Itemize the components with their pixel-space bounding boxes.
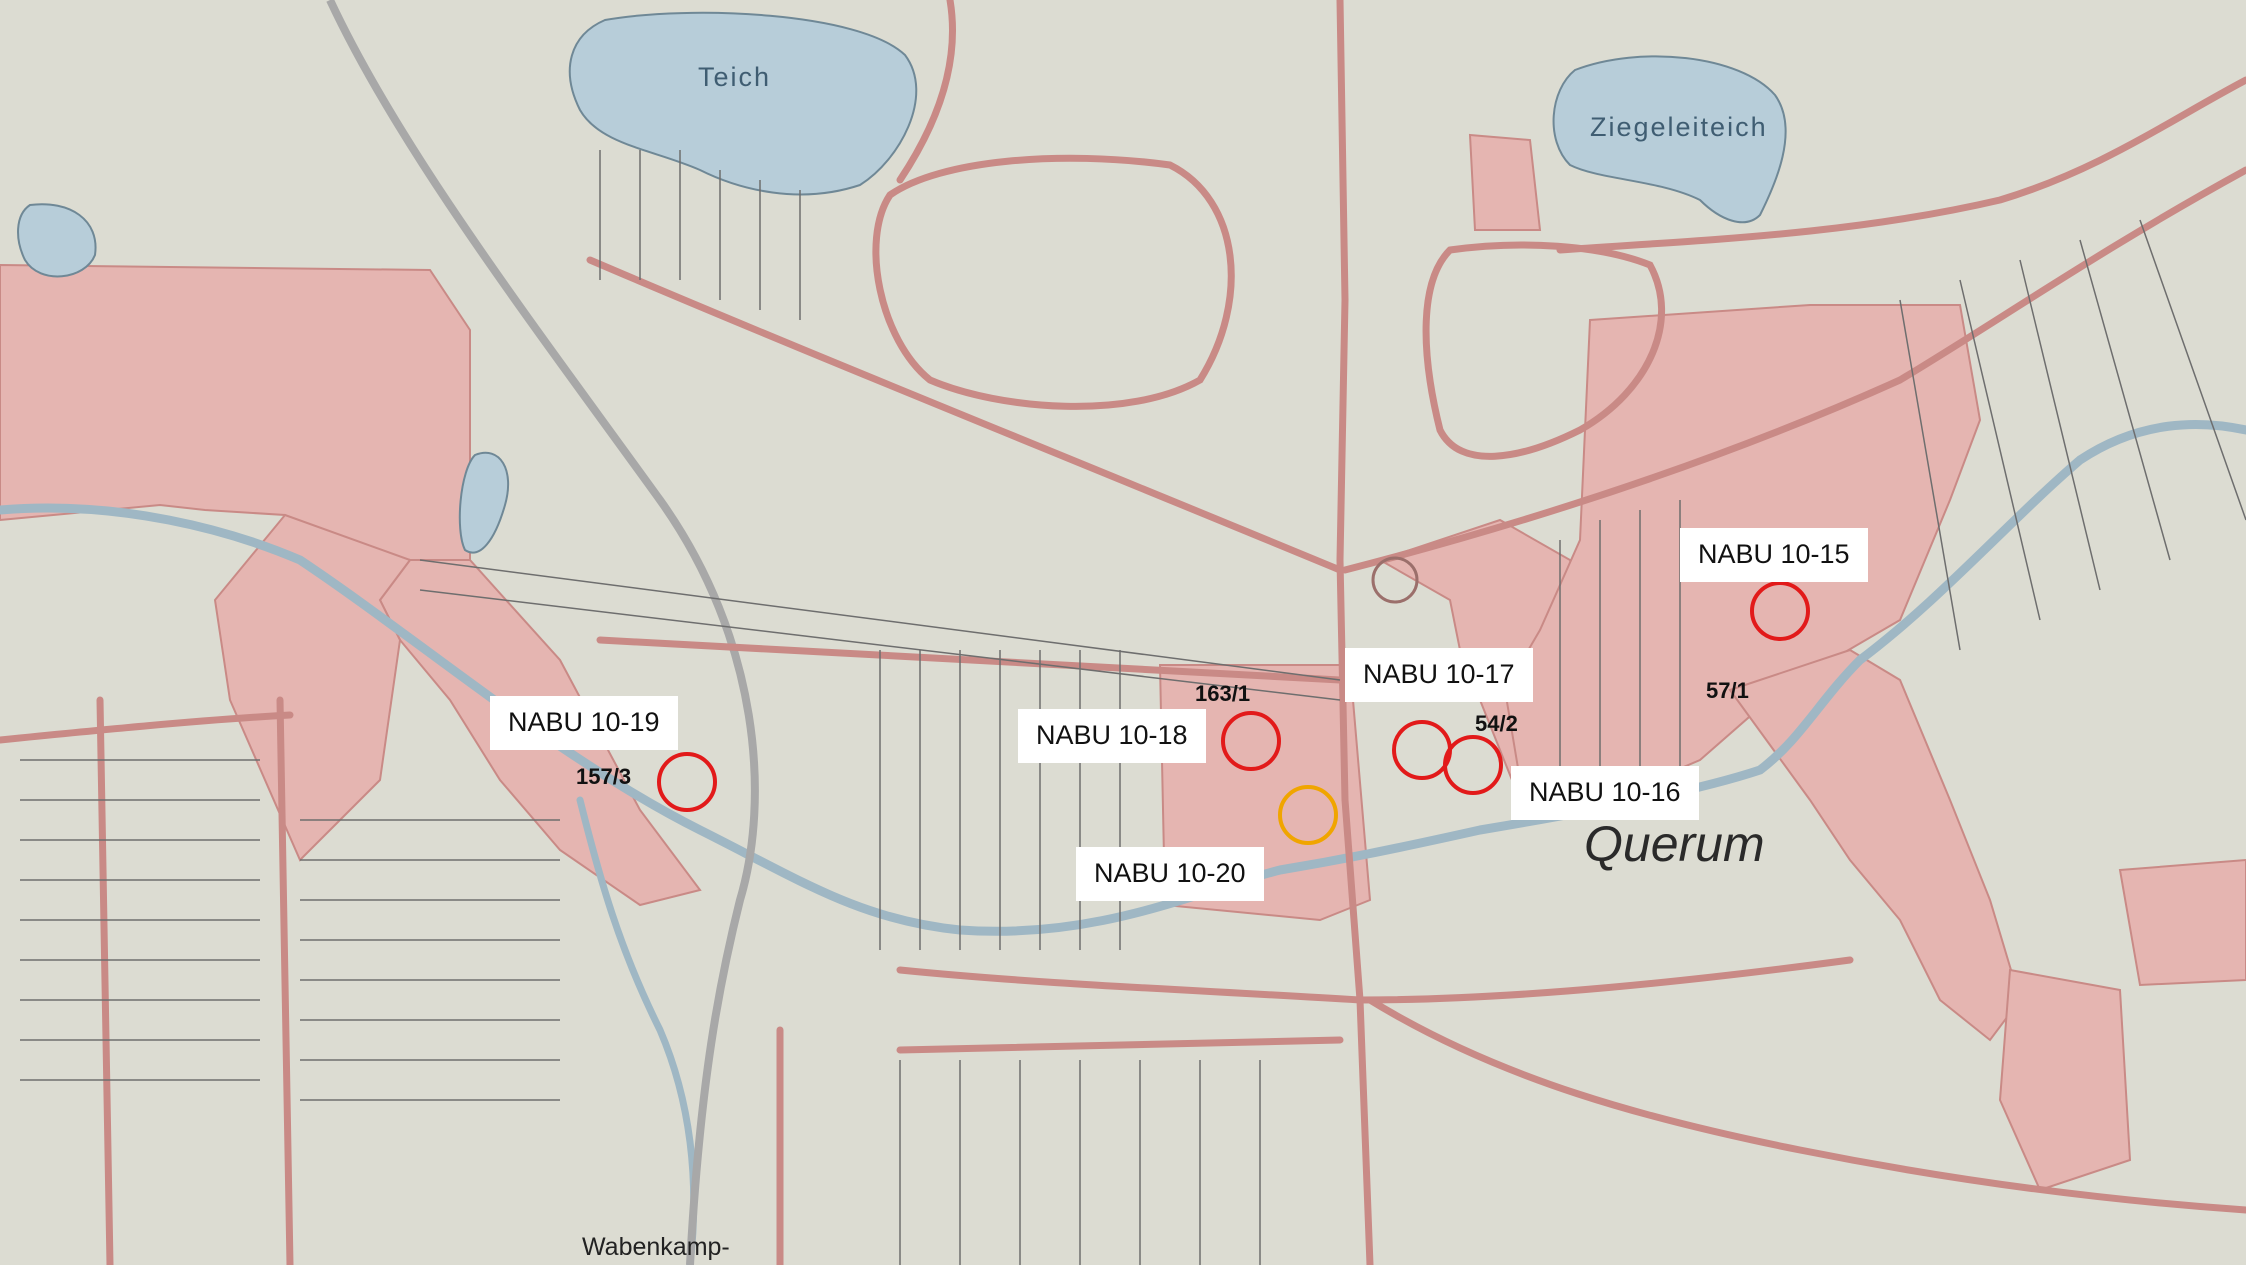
parcel-number-163-1: 163/1 <box>1195 681 1251 706</box>
street-south-east <box>1366 996 2246 1214</box>
area-north-centre <box>1468 133 1542 231</box>
callout-nabu-10-15[interactable]: NABU 10-15 <box>1680 528 1868 582</box>
area-east-strip <box>1728 648 2022 1042</box>
street-centre-west <box>596 636 1344 684</box>
street-bevenroder <box>1341 166 2246 574</box>
street-north-centre <box>896 0 956 184</box>
marker-nabu-10-15 <box>1750 581 1810 641</box>
area-far-east <box>1998 968 2132 1192</box>
stream-schunter <box>0 419 2246 936</box>
street-west-1 <box>0 711 294 744</box>
callout-nabu-10-20[interactable]: NABU 10-20 <box>1076 847 1264 901</box>
area-east-right <box>2118 858 2246 987</box>
parcel-number-157-3: 157/3 <box>576 764 632 789</box>
pond-ziegeleiteich <box>1552 55 1787 224</box>
street-west-vertical <box>96 696 114 1265</box>
street-forststrasse <box>586 256 1344 574</box>
label-teich: Teich <box>698 62 772 92</box>
label-querum: Querum <box>1584 816 1765 872</box>
parcel-lines-north <box>599 150 801 320</box>
marker-nabu-10-19 <box>657 752 717 812</box>
street-loop-north <box>872 154 1235 410</box>
roundabout <box>1371 556 1419 604</box>
pond-small-centre <box>458 452 510 554</box>
callout-nabu-10-17[interactable]: NABU 10-17 <box>1345 648 1533 702</box>
parcel-lines <box>20 150 2246 1265</box>
marker-nabu-10-18 <box>1221 711 1281 771</box>
parcel-lines-south <box>899 1060 1261 1265</box>
street-north-east <box>1556 76 2246 254</box>
callout-nabu-10-19[interactable]: NABU 10-19 <box>490 696 678 750</box>
label-wabenkamp: Wabenkamp- <box>582 1233 730 1261</box>
street-south-centre-1 <box>896 1036 1344 1054</box>
marker-nabu-10-20 <box>1278 785 1338 845</box>
pond-small-west <box>17 203 97 278</box>
street-south <box>896 956 1854 1004</box>
parcel-number-54-2: 54/2 <box>1475 711 1518 736</box>
water-bodies <box>17 11 1787 554</box>
callout-nabu-10-18[interactable]: NABU 10-18 <box>1018 709 1206 763</box>
parcel-lines-far-east <box>1899 219 2246 651</box>
street-right-loop <box>1422 241 1666 460</box>
markers <box>657 581 1810 845</box>
railway-line <box>326 0 759 1265</box>
label-ziegeleiteich: Ziegeleiteich <box>1590 112 1768 142</box>
parcel-lines-field <box>419 559 1341 701</box>
parcel-lines-west <box>20 759 260 1081</box>
pond-teich <box>568 11 918 196</box>
street-west-vertical-2 <box>276 696 294 1265</box>
marker-nabu-10-17 <box>1392 720 1452 780</box>
parcel-lines-east <box>1559 500 1681 800</box>
highlighted-areas <box>0 133 2246 1192</box>
railway <box>326 0 759 1265</box>
parcel-lines-west-grid <box>300 819 560 1101</box>
parcel-number-57-1: 57/1 <box>1706 678 1749 703</box>
callout-nabu-10-16[interactable]: NABU 10-16 <box>1511 766 1699 820</box>
parcel-lines-centre-south <box>879 650 1121 950</box>
